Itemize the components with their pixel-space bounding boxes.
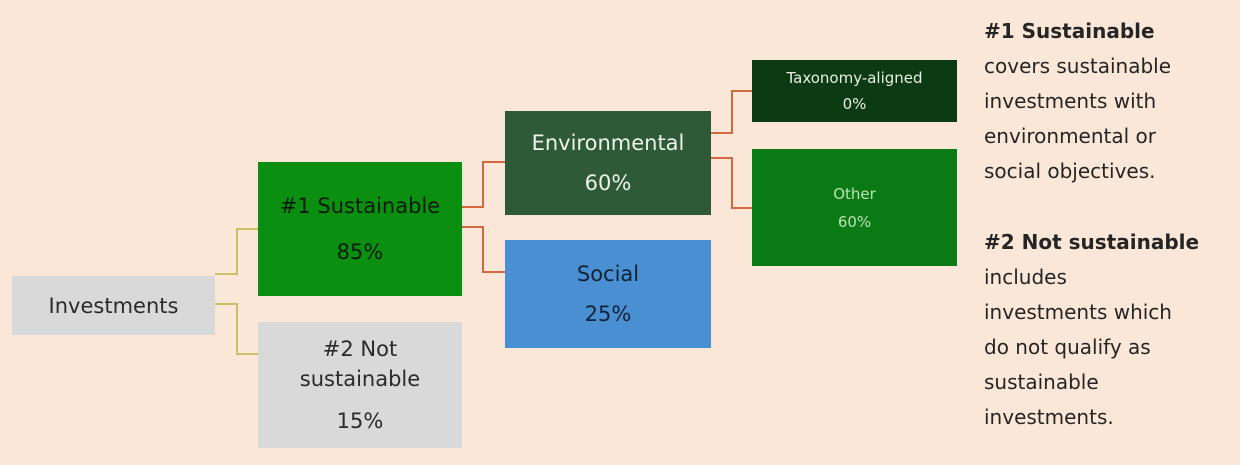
- node-environmental-label: Environmental: [531, 131, 685, 155]
- node-environmental: Environmental 60%: [505, 111, 711, 215]
- legend-sustainable-line: environmental or: [984, 124, 1157, 148]
- connector-sustainable-environmental: [462, 161, 505, 208]
- legend-sustainable-line: investments with: [984, 89, 1157, 113]
- legend-sustainable-title: #1 Sustainable: [984, 19, 1155, 43]
- connector-investments-not-sustainable: [215, 303, 258, 355]
- node-sustainable-label: #1 Sustainable: [279, 194, 441, 218]
- legend-not-sustainable-line: investments.: [984, 405, 1114, 429]
- node-social: Social 25%: [505, 240, 711, 348]
- node-other-pct: 60%: [837, 212, 872, 231]
- node-social-label: Social: [576, 262, 640, 286]
- node-not-sustainable: #2 Not sustainable 15%: [258, 322, 462, 448]
- node-investments-label: Investments: [48, 293, 179, 318]
- node-other-label: Other: [833, 184, 876, 203]
- connector-environmental-taxonomy: [711, 90, 752, 134]
- legend-not-sustainable-line: includes: [984, 265, 1067, 289]
- node-taxonomy-aligned-pct: 0%: [842, 95, 867, 113]
- node-taxonomy-aligned: Taxonomy-aligned 0%: [752, 60, 957, 122]
- node-environmental-pct: 60%: [584, 171, 632, 195]
- node-not-sustainable-label-line2: sustainable: [299, 367, 421, 391]
- connector-investments-sustainable: [215, 228, 258, 275]
- connector-sustainable-social: [462, 226, 505, 273]
- legend-not-sustainable-line: sustainable: [984, 370, 1099, 394]
- node-not-sustainable-pct: 15%: [336, 409, 384, 433]
- node-taxonomy-aligned-label: Taxonomy-aligned: [786, 69, 923, 87]
- legend-sustainable: #1 Sustainable covers sustainable invest…: [984, 14, 1224, 189]
- node-sustainable-pct: 85%: [336, 240, 384, 264]
- legend-not-sustainable-title: #2 Not sustainable: [984, 230, 1200, 254]
- node-sustainable: #1 Sustainable 85%: [258, 162, 462, 296]
- legend-sustainable-line: social objectives.: [984, 159, 1156, 183]
- node-other: Other 60%: [752, 149, 957, 266]
- legend-not-sustainable-line: do not qualify as: [984, 335, 1151, 359]
- node-not-sustainable-label-line1: #2 Not: [322, 337, 398, 361]
- node-investments: Investments: [12, 276, 215, 335]
- node-social-pct: 25%: [584, 302, 632, 326]
- legend-not-sustainable-line: investments which: [984, 300, 1172, 324]
- connector-environmental-other: [711, 157, 752, 209]
- legend-sustainable-line: covers sustainable: [984, 54, 1172, 78]
- legend-not-sustainable: #2 Not sustainable includes investments …: [984, 225, 1224, 435]
